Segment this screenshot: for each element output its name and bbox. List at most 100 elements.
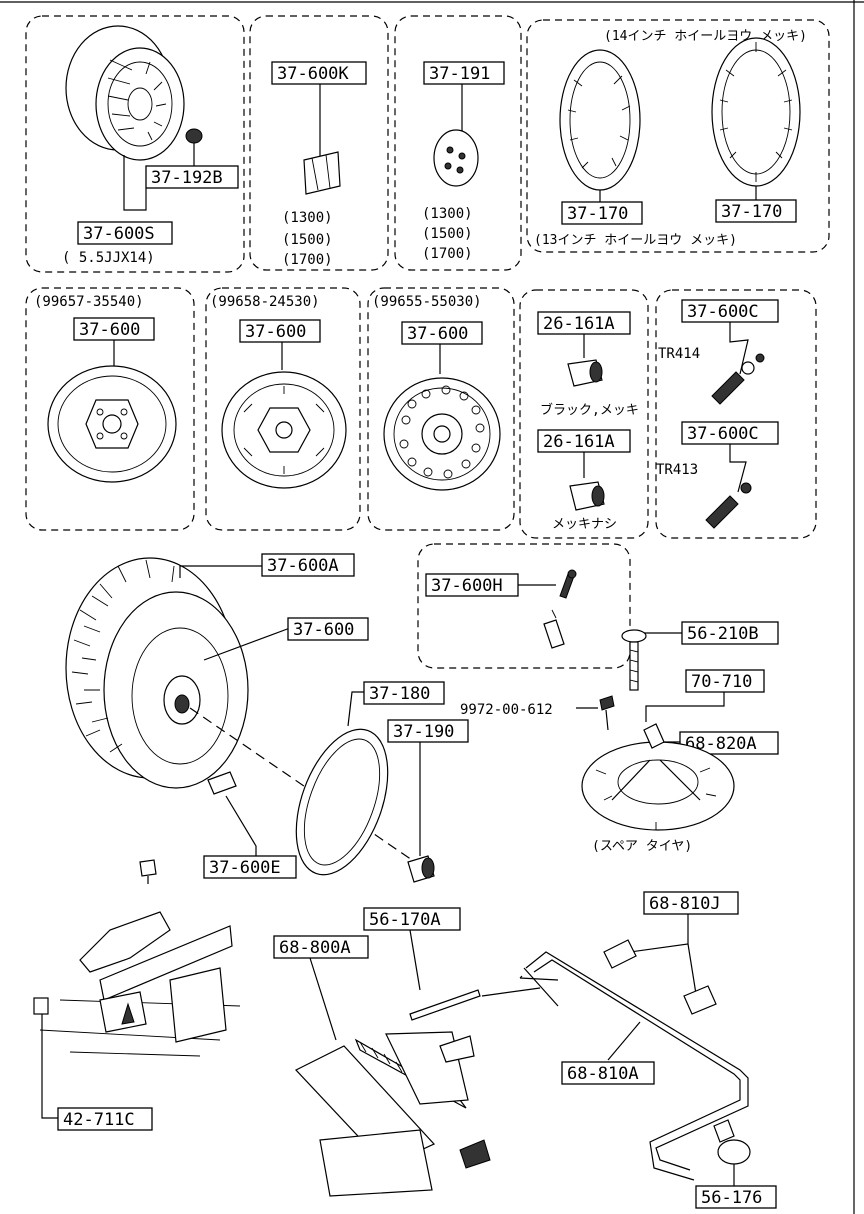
tire-assembly-drawing [65, 557, 249, 789]
part-37-600e-label: 37-600E [209, 858, 281, 878]
label-box-37-600-c [401, 321, 483, 345]
hub-cap-icon [433, 129, 479, 187]
leader-37-600s [123, 155, 147, 211]
lug-nut-chrome-icon [567, 359, 603, 387]
leader-68-810j-b [687, 943, 697, 995]
part-37-600-b-label: 37-600 [245, 322, 306, 342]
label-box-56-176 [695, 1185, 777, 1209]
part-70-710-label: 70-710 [691, 672, 752, 692]
label-box-37-180 [363, 681, 445, 705]
label-box-37-190 [387, 719, 469, 743]
group-lug-nuts [519, 289, 649, 539]
leader-37-600c-a [729, 322, 749, 375]
part-37-600s-label: 37-600S [83, 224, 155, 244]
note-black-chrome: ブラック,メッキ [540, 402, 639, 418]
leader-37-600c-b [729, 444, 747, 493]
label-box-68-800a [273, 935, 369, 959]
spare-bolt-icon [621, 629, 647, 691]
label-box-68-810a [561, 1061, 655, 1085]
wheel-wrench-drawing [525, 951, 749, 1181]
part-26-161a-b-label: 26-161A [543, 432, 615, 452]
group-hub-cap [394, 15, 522, 271]
label-box-68-820a [679, 731, 779, 755]
part-37-190-label: 37-190 [393, 722, 454, 742]
part-68-810j-label: 68-810J [649, 894, 721, 914]
weight-37-600e-icon [207, 771, 237, 795]
group-valve-cap [417, 543, 631, 669]
part-37-600k-s2: (1500) [282, 232, 333, 248]
part-37-600-c-label: 37-600 [407, 324, 468, 344]
leader-37-600a [179, 565, 266, 578]
part-37-600k-label: 37-600K [277, 64, 349, 84]
leader-70-710 [645, 692, 725, 722]
jack-handle-icon [409, 967, 559, 1021]
part-56-210b-label: 56-210B [687, 624, 759, 644]
steel-wheel-c-drawing [383, 377, 501, 491]
part-37-170-a-label: 37-170 [567, 204, 628, 224]
balance-weight-icon [303, 151, 341, 195]
label-box-37-600e [203, 855, 297, 879]
wrench-clip-a-icon [603, 939, 637, 969]
leader-68-810j-a [629, 914, 689, 953]
wrench-clip-b-icon [683, 985, 717, 1015]
label-box-37-192b [145, 165, 239, 189]
label-box-68-810j [643, 891, 739, 915]
part-68-800a-label: 68-800A [279, 938, 351, 958]
steel-wheel-b-drawing [221, 371, 347, 489]
part-37-600h-label: 37-600H [431, 576, 503, 596]
axis-centerline [189, 707, 413, 861]
part-37-191-s2: (1500) [422, 226, 473, 242]
note-no-chrome: メッキナシ [552, 517, 617, 532]
label-box-37-600k [271, 61, 367, 85]
label-box-37-600-d [287, 617, 369, 641]
alloy-wheel-drawing [65, 25, 185, 161]
part-37-600k-s3: (1700) [282, 252, 333, 268]
code-99655: (99655-55030) [372, 294, 482, 310]
wrench-holder-icon [713, 1119, 751, 1165]
part-37-600s-size: ( 5.5JJX14) [62, 250, 155, 266]
part-37-600k-s1: (1300) [282, 210, 333, 226]
leader-42-711c [41, 1014, 60, 1119]
label-box-56-170a [363, 907, 461, 931]
group-steel-wheel-b [205, 287, 361, 531]
part-56-176-label: 56-176 [701, 1188, 762, 1208]
jack-mounted-drawing [39, 859, 241, 1057]
label-box-37-600-b [239, 319, 321, 343]
leader-56-170a [409, 929, 421, 991]
valve-tr413-icon [705, 482, 752, 529]
center-cap-icon [185, 128, 203, 144]
group-trim-rings [526, 19, 830, 253]
group-steel-wheel-c [367, 287, 515, 531]
trim-ring-13inch-drawing [559, 49, 641, 191]
part-37-191-s1: (1300) [422, 206, 473, 222]
leader-37-600-d [203, 627, 291, 661]
leader-68-810a [607, 1021, 641, 1061]
part-37-600-a-label: 37-600 [79, 320, 140, 340]
group-valves [655, 289, 817, 539]
part-37-600c-b-label: 37-600C [687, 424, 759, 444]
label-box-37-191 [423, 61, 505, 85]
spare-screw-icon [599, 695, 615, 731]
part-37-191-label: 37-191 [429, 64, 490, 84]
part-37-180-label: 37-180 [369, 684, 430, 704]
part-9972-label: 9972-00-612 [460, 702, 553, 718]
label-box-42-711c [57, 1107, 153, 1131]
valve-tr413-label: TR413 [656, 462, 698, 478]
part-26-161a-a-label: 26-161A [543, 314, 615, 334]
part-56-170a-label: 56-170A [369, 910, 441, 930]
steel-wheel-a-drawing [47, 365, 177, 483]
part-42-711c-label: 42-711C [63, 1110, 135, 1130]
part-37-600-d-label: 37-600 [293, 620, 354, 640]
note-13inch: (13インチ ホイールヨウ メッキ) [534, 233, 737, 248]
label-box-37-170-b [715, 199, 797, 223]
valve-tr414-label: TR414 [658, 346, 700, 362]
label-box-37-170-a [561, 201, 643, 225]
bump-stop-icon [33, 997, 49, 1015]
valve-tr414-icon [711, 353, 765, 405]
note-spare-tire: (スペア タイヤ) [592, 839, 692, 854]
label-box-37-600a [261, 553, 355, 577]
leader-68-800a [309, 957, 337, 1041]
bearing-icon [407, 855, 435, 883]
part-68-810a-label: 68-810A [567, 1064, 639, 1084]
